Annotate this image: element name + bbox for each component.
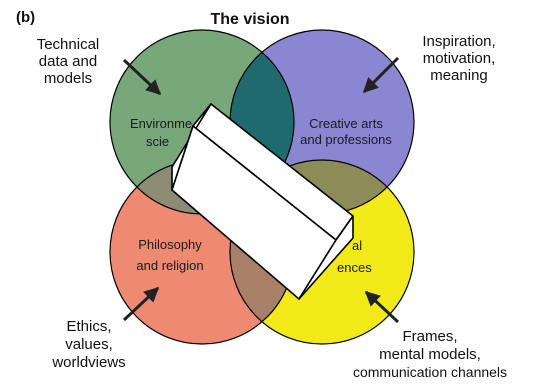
callout-arrows [122, 56, 400, 324]
label-top-left-line2: scie [146, 134, 169, 149]
callout-top-right-line2: motivation, [423, 50, 496, 67]
callout-bottom-right-line1: Frames, [402, 328, 457, 345]
callout-bottom-left-line2: values, [65, 336, 113, 353]
callout-bottom-right-line3: communication channels [353, 364, 507, 380]
callout-top-left-line3: models [44, 70, 92, 87]
redaction-block [171, 103, 354, 300]
arrow-bottom-left [122, 286, 160, 322]
redaction-block-end-face [298, 215, 354, 300]
callout-texts: Technical data and models Inspiration, m… [37, 33, 507, 380]
figure-title: The vision [210, 11, 289, 28]
arrow-bottom-right [364, 290, 400, 324]
label-top-right-line1: Creative arts [309, 116, 383, 131]
circle-labels: Environme scie Creative arts and profess… [130, 116, 392, 275]
label-top-left-line1: Environme [130, 116, 192, 131]
callout-bottom-left-line1: Ethics, [66, 318, 111, 335]
label-bottom-left-line2: and religion [136, 258, 203, 273]
arrow-top-left [122, 58, 162, 96]
label-bottom-left-line1: Philosophy [138, 237, 202, 252]
callout-top-left-line1: Technical [37, 36, 100, 53]
label-bottom-right-line1: al [352, 238, 362, 253]
callout-top-right-line1: Inspiration, [422, 33, 495, 50]
callout-bottom-left-line3: worldviews [51, 354, 125, 371]
label-bottom-right-line2: ences [337, 260, 372, 275]
callout-bottom-right-line2: mental models, [379, 346, 481, 363]
panel-label: (b) [16, 9, 35, 26]
callout-top-left-line2: data and [39, 53, 97, 70]
arrow-top-right [362, 56, 400, 94]
callout-top-right-line3: meaning [430, 67, 488, 84]
label-top-right-line2: and professions [300, 132, 392, 147]
